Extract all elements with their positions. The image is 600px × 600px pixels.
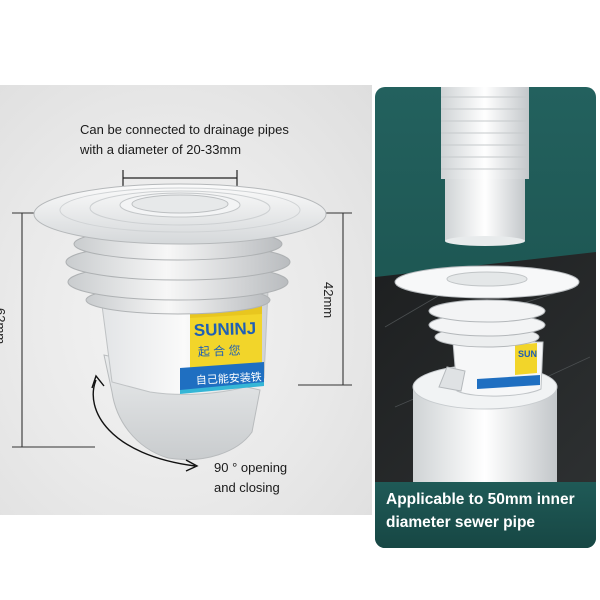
diameter-dimension-marker <box>122 170 238 186</box>
height-total-label: 62mm <box>0 308 8 345</box>
product-brand-label: SUNINJ <box>193 319 256 340</box>
installed-valve <box>394 265 580 397</box>
rotation-arrow <box>91 374 199 472</box>
height-body-label: 42mm <box>321 282 336 319</box>
connection-note: Can be connected to drainage pipes with … <box>80 122 289 157</box>
installation-caption: Applicable to 50mm inner diameter sewer … <box>375 482 596 548</box>
installed-brand-label: SUN <box>518 349 537 359</box>
top-flange <box>33 183 327 245</box>
installation-illustration: SUN <box>375 87 596 482</box>
product-label-line2: 起 合 您 <box>198 343 241 359</box>
product-diagram: SUNINJ 起 合 您 自己能安装铁 <box>12 170 352 472</box>
drain-hose <box>441 87 529 246</box>
installation-panel: SUN Applicable to 50mm inner diameter se… <box>375 87 596 548</box>
product-label-band: 自己能安装铁 <box>195 370 262 387</box>
rotation-note: 90 ° opening and closing <box>214 460 288 495</box>
